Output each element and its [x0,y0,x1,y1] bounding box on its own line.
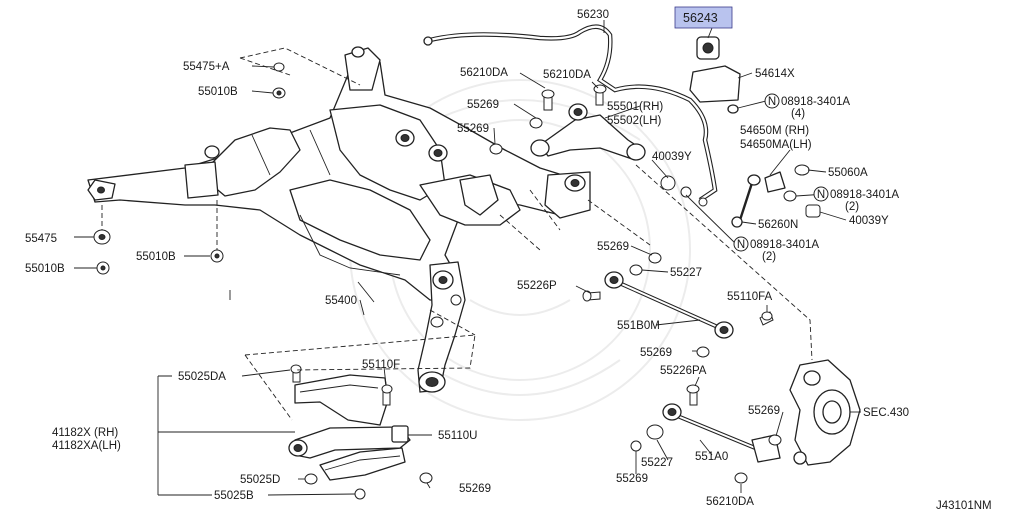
label-55010b-1: 55010B [198,86,238,98]
n-markers: N N N [733,93,829,252]
part-labels: 56230 56243 54614X 08918-3401A (4) 55475… [25,9,992,511]
label-41182x-rh: 41182X (RH) [52,427,118,439]
label-551a0: 551A0 [695,451,728,463]
subframe-55400 [87,46,591,393]
label-55010b-2: 55010B [25,263,65,275]
label-54650m-rh: 54650M (RH) [740,125,809,137]
label-56210da-2: 56210DA [543,69,591,81]
label-55110fa: 55110FA [727,291,773,303]
n-mark-1: N [768,96,776,108]
label-40039y-2: 40039Y [849,215,889,227]
fasteners [93,62,821,500]
label-55226p: 55226P [517,280,557,292]
label-55227-2: 55227 [641,457,673,469]
label-08918-3401a-1: 08918-3401A [781,96,850,108]
label-08918-3401a-2: 08918-3401A [830,189,899,201]
label-sec430: SEC.430 [863,407,909,419]
label-55025da: 55025DA [178,371,226,383]
label-40039y-1: 40039Y [652,151,692,163]
stabilizer-bar-56230 [423,24,718,202]
label-54614x: 54614X [755,68,795,80]
label-55269-6: 55269 [459,483,491,495]
label-54650ma-lh: 54650MA(LH) [740,139,812,151]
n-mark-3: N [737,239,745,251]
label-qty-4: (4) [791,108,805,120]
label-qty-2b: (2) [762,251,776,263]
bushing-56243 [696,36,720,60]
heat-shield-lower [319,447,406,481]
leader-lines [74,20,861,496]
label-56260n: 56260N [758,219,798,231]
n-mark-2: N [817,189,825,201]
label-56230: 56230 [577,9,609,21]
label-55025b: 55025B [214,490,254,502]
lower-link-551b0m [604,271,734,339]
label-55269-5: 55269 [748,405,780,417]
label-55269-4: 55269 [640,347,672,359]
label-55010b-3: 55010B [136,251,176,263]
label-55269-7: 55269 [616,473,648,485]
label-41182xa-lh: 41182XA(LH) [52,440,121,452]
label-55025d: 55025D [240,474,280,486]
heat-shield-upper [294,374,389,426]
label-55110u: 55110U [438,430,477,442]
label-56210da-3: 56210DA [706,496,754,508]
label-551b0m: 551B0M [617,320,660,332]
upper-link-55501 [530,103,646,161]
lower-arm-41182x [288,425,411,459]
label-55227-1: 55227 [670,267,702,279]
stabilizer-link-54650m [731,171,786,228]
label-55502-lh: 55502(LH) [607,115,662,127]
label-56243: 56243 [683,11,718,25]
label-08918-3401a-3: 08918-3401A [750,239,819,251]
label-55269-1: 55269 [467,99,499,111]
highlight-56243 [674,6,733,29]
diagram-id: J43101NM [936,500,992,511]
rear-knuckle-sec430 [789,359,861,466]
phantom-lines [101,47,813,421]
label-55269-3: 55269 [597,241,629,253]
label-55060a: 55060A [828,167,868,179]
label-55475a: 55475+A [183,61,230,73]
label-55226pa: 55226PA [660,365,707,377]
label-qty-2a: (2) [845,201,859,213]
label-55269-2: 55269 [457,123,489,135]
label-56210da-1: 56210DA [460,67,508,79]
label-55400: 55400 [325,295,357,307]
label-55501-rh: 55501(RH) [607,101,663,113]
label-55110f: 55110F [362,359,400,371]
label-55475: 55475 [25,233,57,245]
bracket-54614x [689,65,741,114]
